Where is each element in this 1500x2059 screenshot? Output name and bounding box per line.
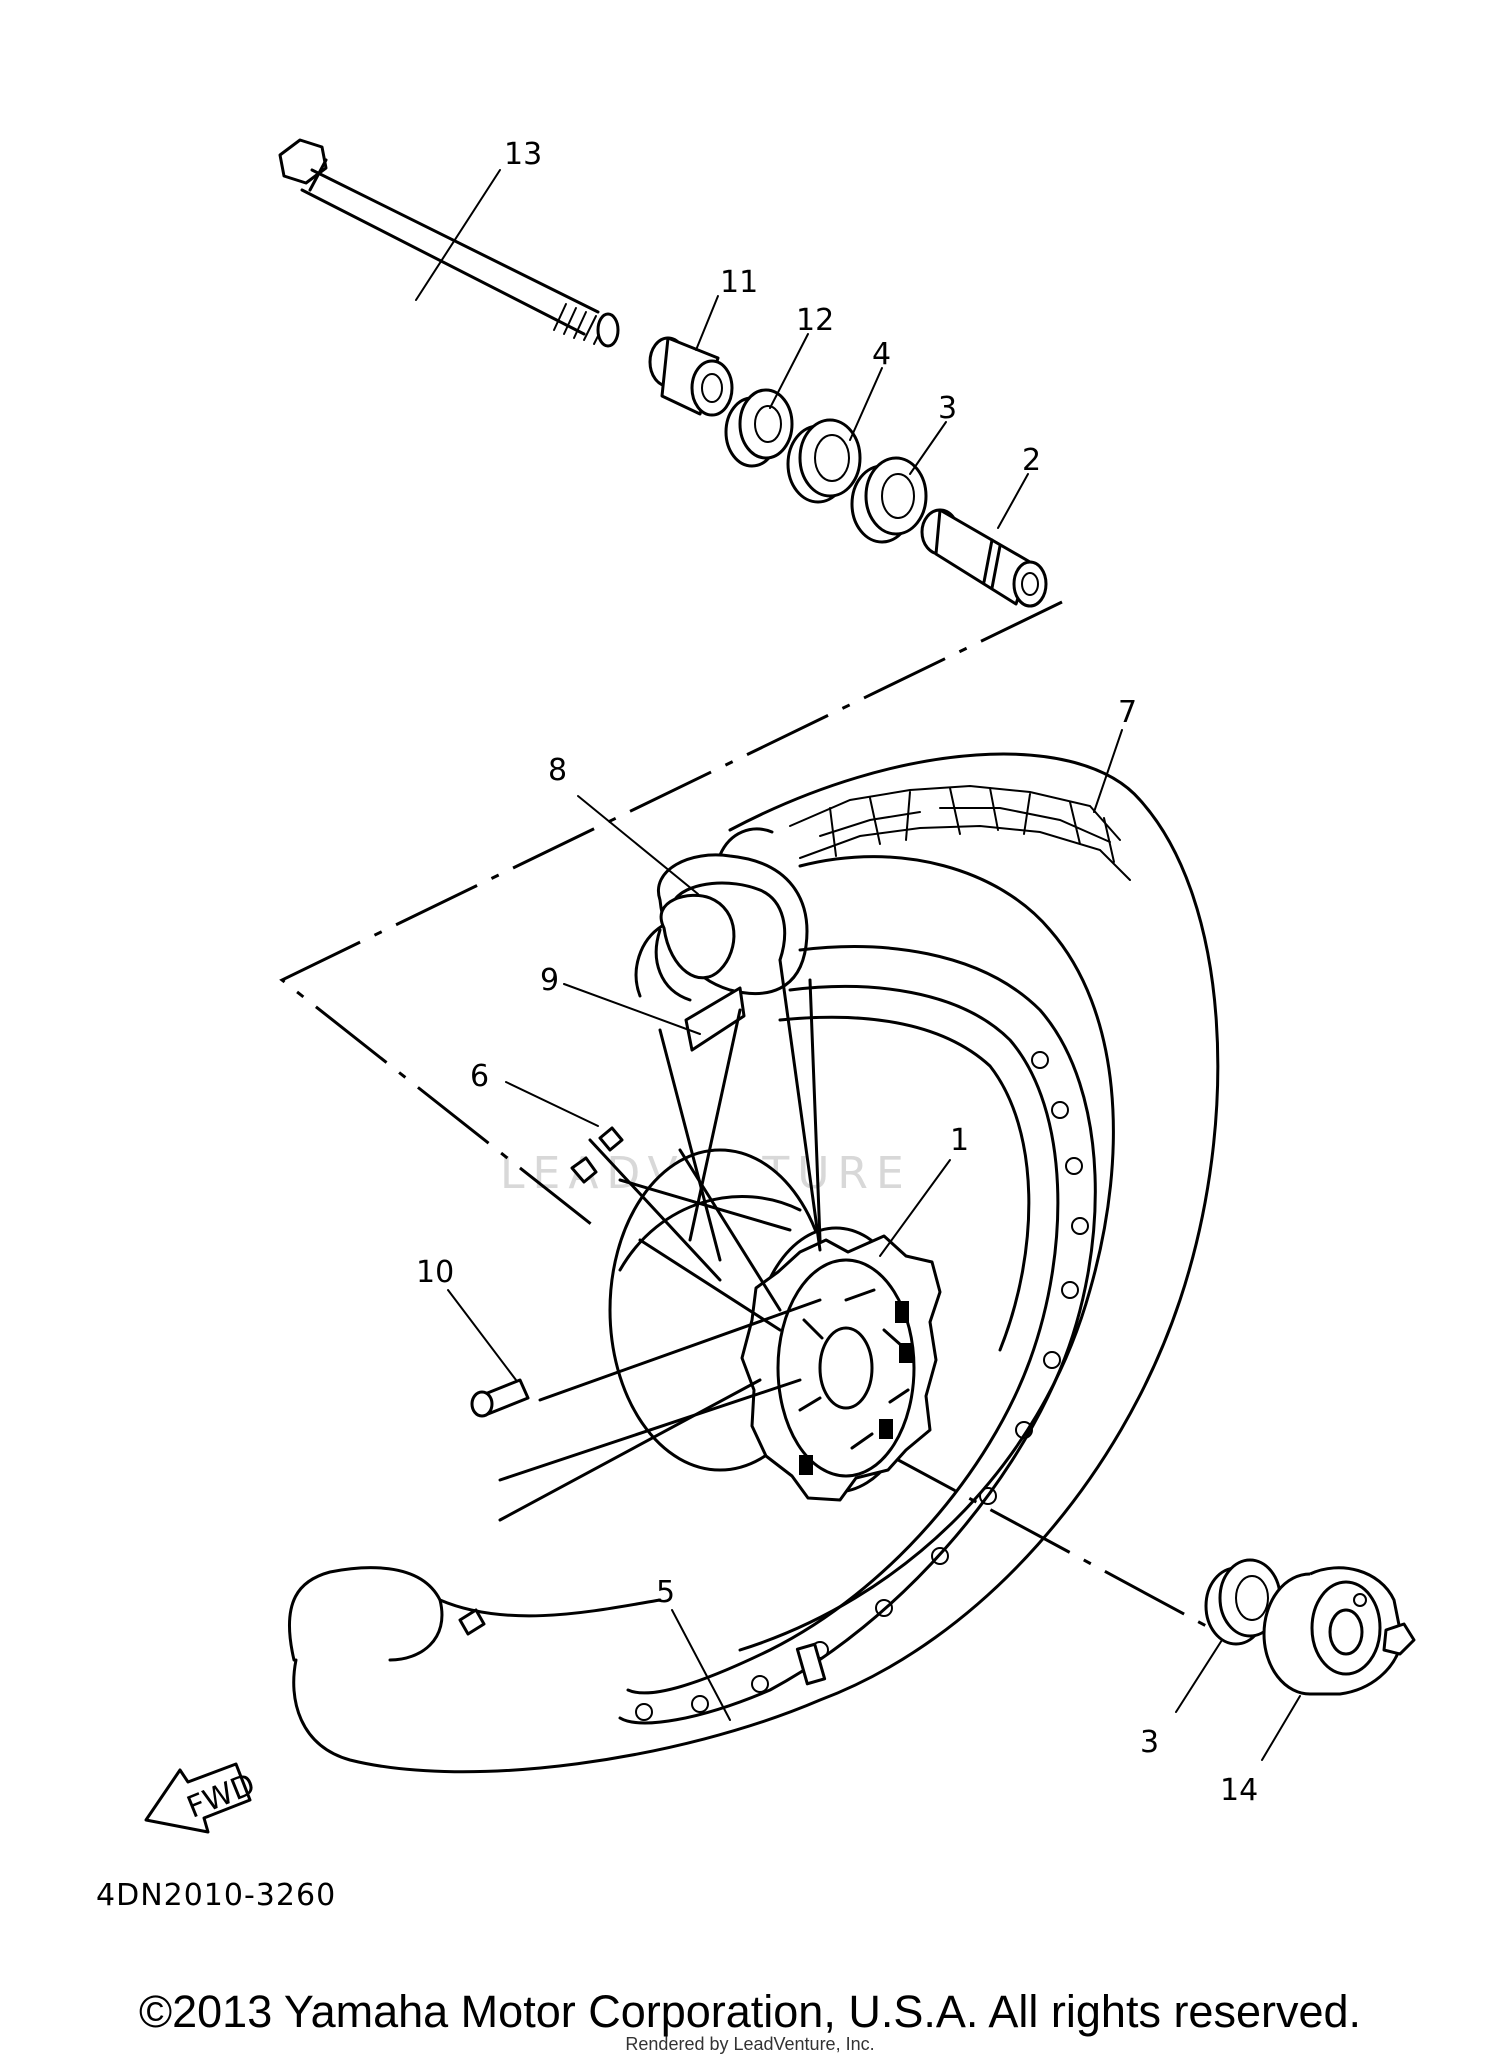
tire-part	[288, 752, 1220, 1774]
callout-14: 14	[1220, 1773, 1258, 1808]
callout-7: 7	[1118, 695, 1137, 730]
hub-part	[608, 1148, 942, 1502]
callout-labels: 13 11 12 4 3 2 7 8 9 6 1 10 5 3 14	[416, 137, 1258, 1808]
fwd-arrow: FWD	[144, 1762, 260, 1834]
collar-part	[724, 388, 794, 468]
callout-2: 2	[1022, 443, 1041, 478]
spacer-part	[648, 336, 734, 417]
callout-1: 1	[950, 1123, 969, 1158]
bearing-part-upper	[850, 456, 928, 544]
oil-seal-part	[786, 418, 862, 504]
part-code: 4DN2010-3260	[96, 1878, 337, 1913]
callout-3-upper: 3	[938, 391, 957, 426]
callout-5: 5	[656, 1575, 675, 1610]
tube-part	[634, 893, 736, 998]
callout-13: 13	[504, 137, 542, 172]
rim-part	[618, 945, 1097, 1725]
callout-3-lower: 3	[1140, 1725, 1159, 1760]
assembly-centerline	[279, 600, 1211, 1630]
callout-4: 4	[872, 337, 891, 372]
spacer-tube-part	[920, 508, 1048, 608]
callout-6: 6	[470, 1059, 489, 1094]
callout-8: 8	[548, 753, 567, 788]
axle-part	[278, 138, 620, 348]
rendered-by-text: Rendered by LeadVenture, Inc.	[625, 2034, 875, 2054]
callout-9: 9	[540, 963, 559, 998]
rim-band-part	[684, 986, 746, 1052]
spokes-part	[458, 958, 822, 1636]
gear-unit-part	[1262, 1566, 1416, 1696]
callout-11: 11	[720, 265, 758, 300]
callout-10: 10	[416, 1255, 454, 1290]
leader-lines	[415, 169, 1301, 1761]
copyright-text: ©2013 Yamaha Motor Corporation, U.S.A. A…	[138, 1986, 1362, 2037]
callout-12: 12	[796, 303, 834, 338]
